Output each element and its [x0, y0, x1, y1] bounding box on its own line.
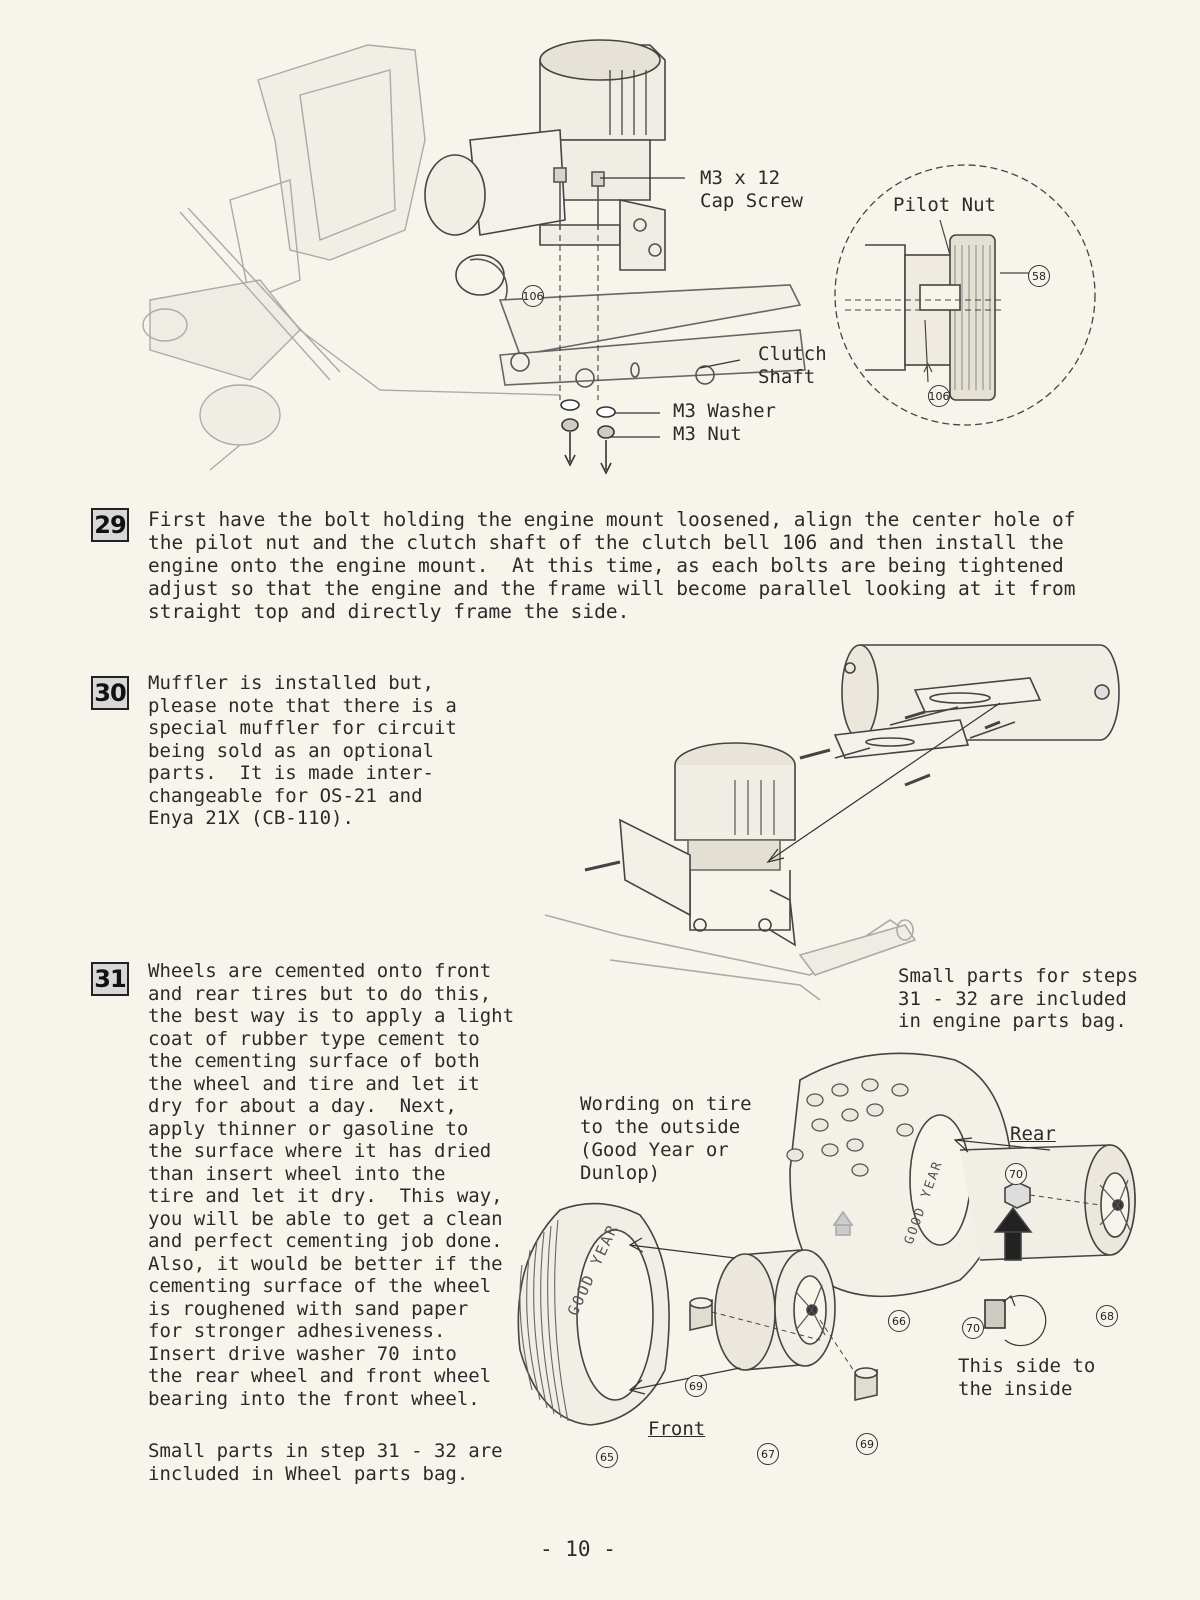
part-callout-106: 106 — [522, 285, 544, 307]
label-clutch-shaft: Clutch Shaft — [758, 343, 827, 388]
part-callout-67: 67 — [757, 1443, 779, 1465]
step-31-text: Wheels are cemented onto front and rear … — [148, 960, 515, 1410]
step-31-note: Small parts in step 31 - 32 are included… — [148, 1440, 503, 1485]
part-callout-70: 70 — [1005, 1163, 1027, 1185]
step-number-badge: 31 — [91, 962, 129, 996]
step-number-badge: 30 — [91, 676, 129, 710]
step-number-badge: 29 — [91, 508, 129, 542]
label-m3-washer: M3 Washer — [673, 400, 776, 422]
part-callout-58: 58 — [1028, 265, 1050, 287]
label-cap-screw: M3 x 12 Cap Screw — [700, 167, 803, 212]
part-callout-70: 70 — [962, 1317, 984, 1339]
part-callout-69: 69 — [685, 1375, 707, 1397]
part-callout-66: 66 — [888, 1310, 910, 1332]
part-callout-68: 68 — [1096, 1305, 1118, 1327]
engine-parts-bag-note: Small parts for steps 31 - 32 are includ… — [898, 965, 1139, 1032]
part-callout-65: 65 — [596, 1446, 618, 1468]
label-front: Front — [648, 1418, 706, 1440]
this-side-note: This side to the inside — [958, 1355, 1096, 1400]
label-pilot-nut: Pilot Nut — [893, 194, 996, 216]
tire-wording-note: Wording on tire to the outside (Good Yea… — [580, 1093, 752, 1184]
step-30-text: Muffler is installed but, please note th… — [148, 672, 457, 829]
part-callout-106: 106 — [928, 385, 950, 407]
page-number: - 10 - — [540, 1537, 616, 1561]
step-29-text: First have the bolt holding the engine m… — [148, 508, 1076, 623]
label-m3-nut: M3 Nut — [673, 423, 742, 445]
label-rear: Rear — [1010, 1123, 1056, 1145]
part-callout-69: 69 — [856, 1433, 878, 1455]
